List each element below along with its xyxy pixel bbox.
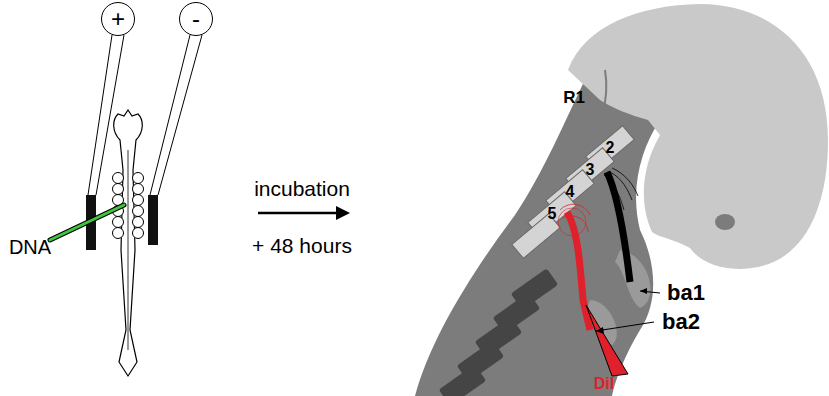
- polarity-sign: -: [192, 7, 200, 31]
- polarity-sign: +: [111, 7, 125, 31]
- rhombomere-number: 2: [606, 139, 615, 157]
- pipette-dna: [50, 205, 124, 240]
- rhombomere-label: R1: [563, 89, 585, 108]
- electrode-sign: -: [179, 2, 213, 36]
- arrow-head: [336, 206, 350, 220]
- step-label: incubation: [254, 177, 350, 200]
- arrow-shaft: [258, 212, 338, 215]
- rhombomere-number: 5: [548, 205, 557, 223]
- arch-label: ba1: [667, 281, 705, 305]
- rhombomere-number: 3: [586, 161, 595, 179]
- electrode: [148, 195, 158, 245]
- injection-label: DNA: [9, 236, 51, 258]
- pipette: [50, 205, 124, 240]
- electrode-wire: [88, 35, 202, 195]
- time-label: + 48 hours: [252, 234, 352, 257]
- early-embryo: [114, 110, 143, 376]
- electrode-sign: +: [101, 2, 135, 36]
- rhombomere-number: 4: [566, 183, 575, 201]
- dye-label: DiI: [594, 375, 614, 393]
- arch-label: ba2: [662, 310, 700, 334]
- late-embryo: [415, 4, 828, 396]
